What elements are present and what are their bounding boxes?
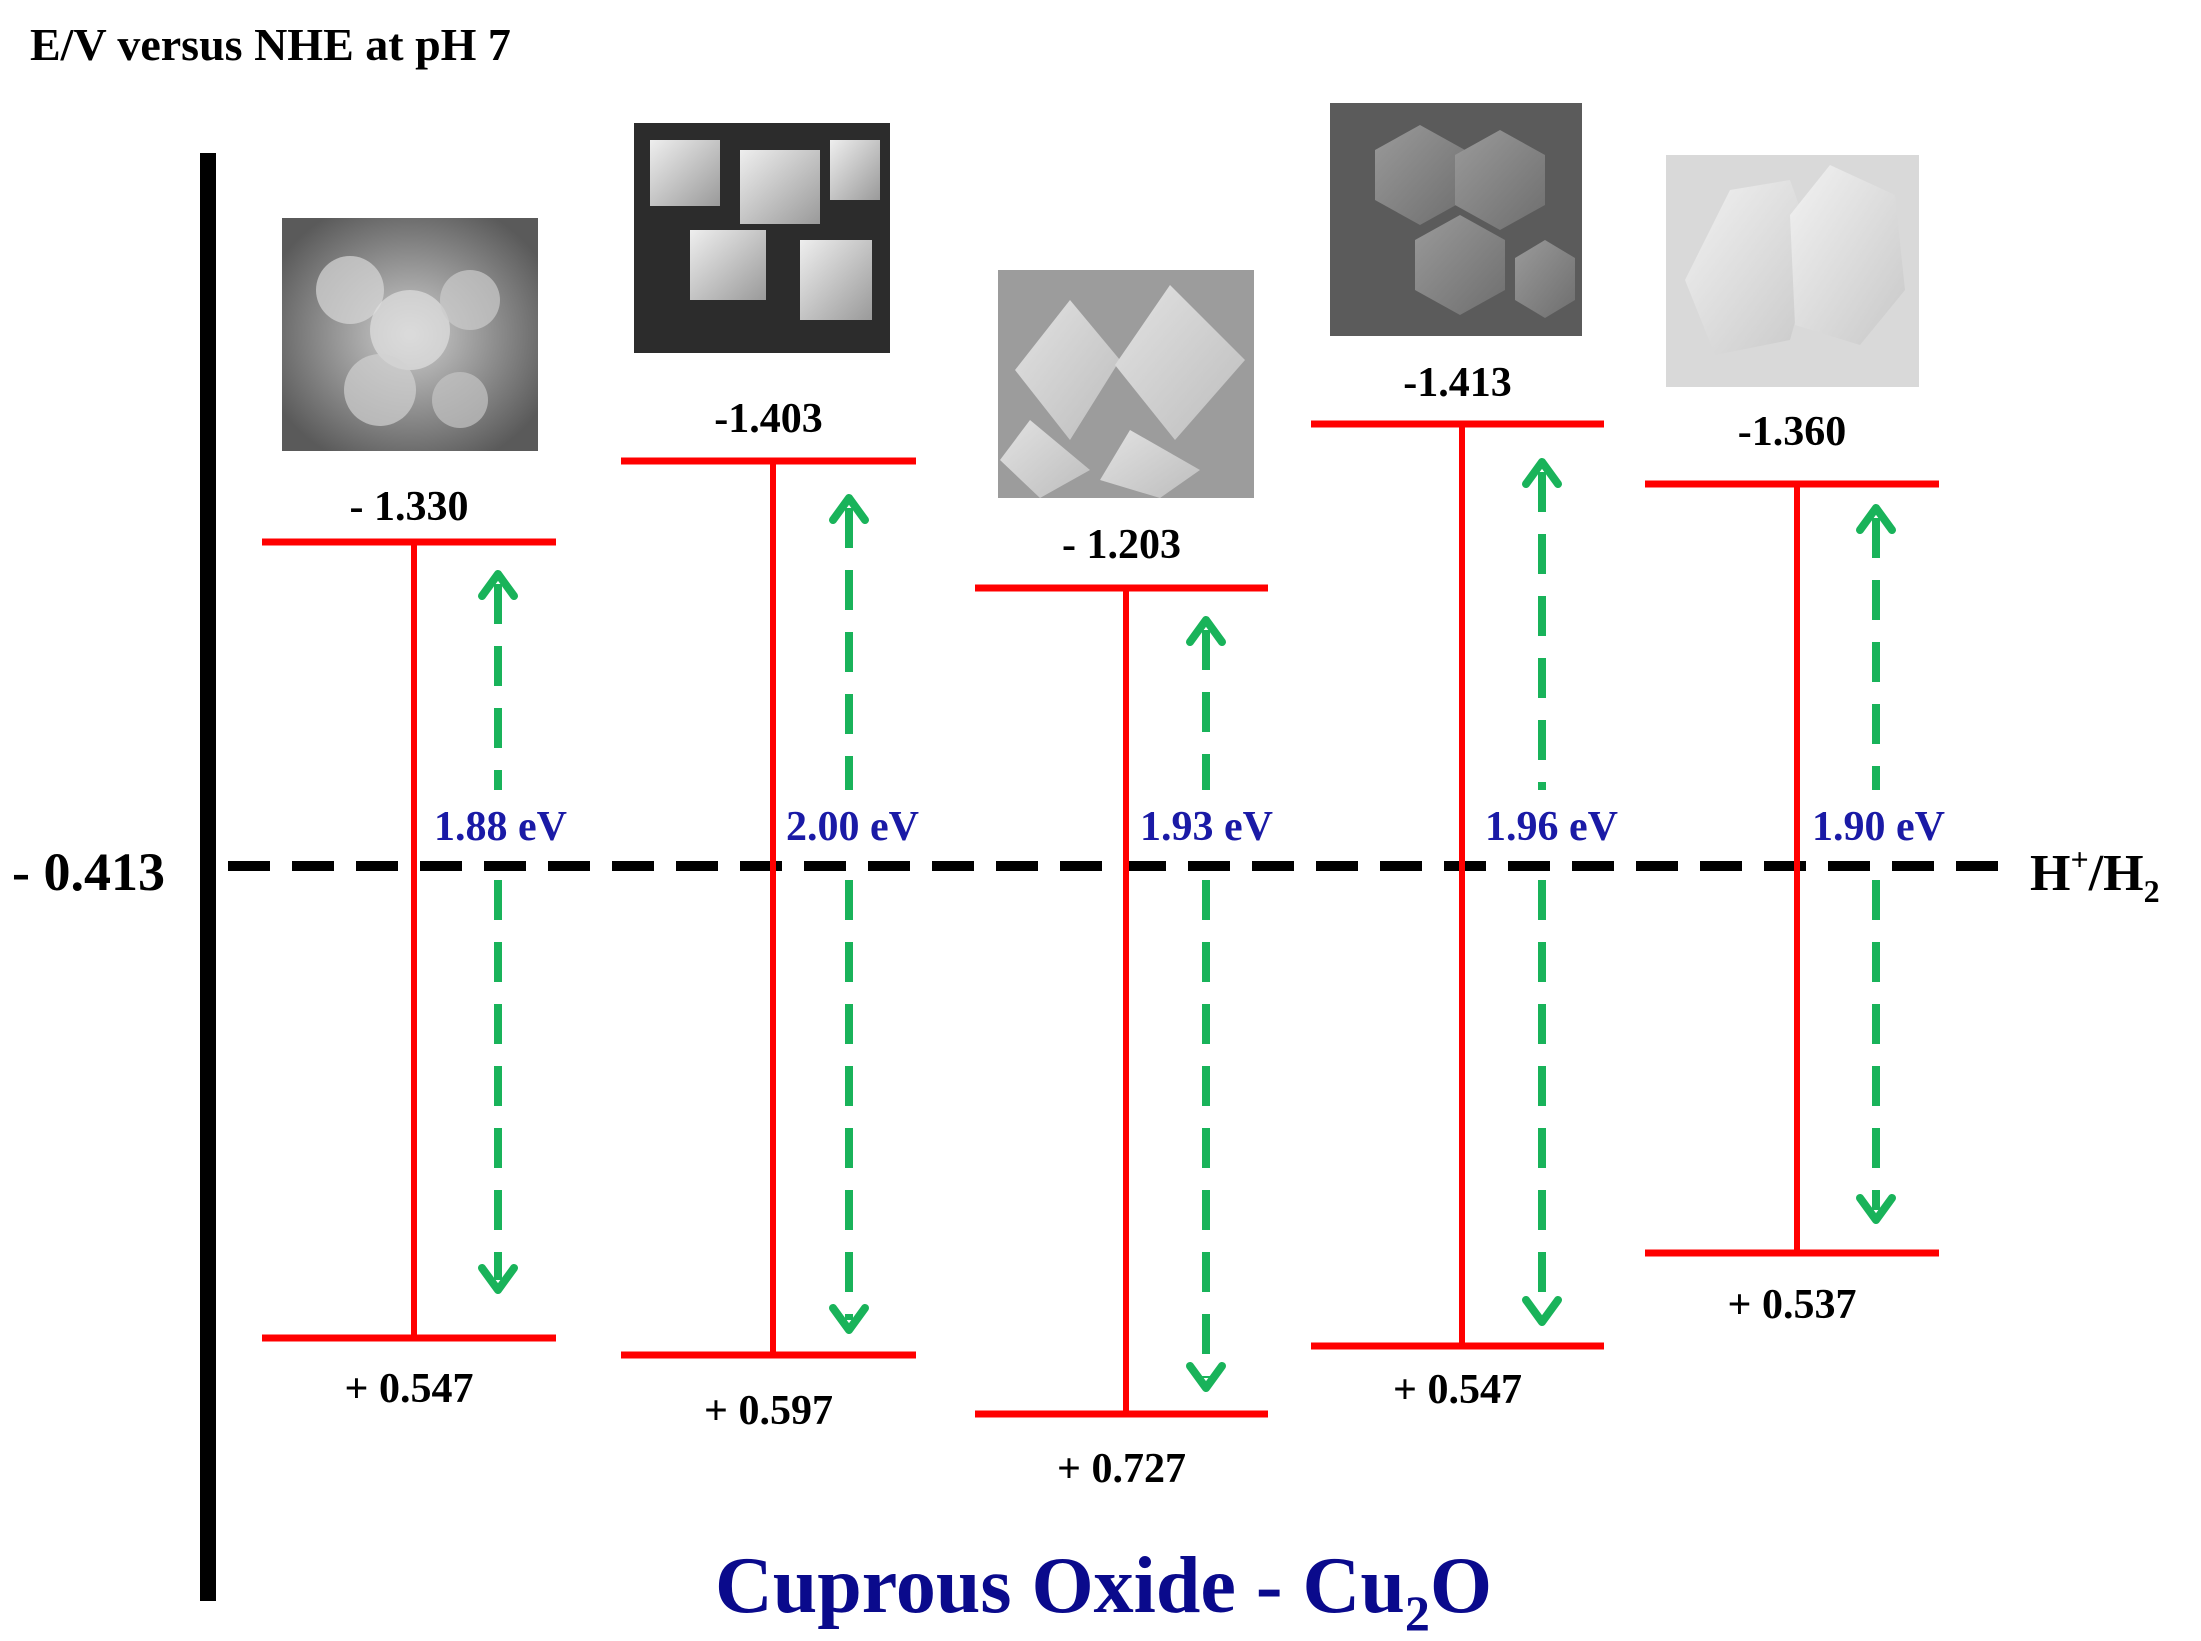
band-column-3: - 1.203 + 0.727 1.93 eV	[975, 522, 1273, 1492]
axis-title: E/V versus NHE at pH 7	[30, 19, 511, 70]
band-columns: - 1.330 + 0.547 1.88 eV -1.403 + 0.597 2.00 e…	[262, 360, 1945, 1492]
sem-image-5	[1666, 155, 1919, 387]
arrowhead-up	[478, 570, 518, 600]
diagram-footer-title: Cuprous Oxide - Cu2O	[715, 1542, 1492, 1641]
energy-axis	[200, 153, 216, 1601]
arrowhead-down	[1186, 1362, 1226, 1392]
valence-band-value: + 0.727	[1057, 1446, 1186, 1492]
band-gap-value: 2.00 eV	[786, 804, 919, 850]
conduction-band-value: -1.413	[1403, 360, 1512, 406]
sem-image-4	[1330, 103, 1582, 336]
sem-image-1	[282, 218, 538, 451]
sem-image-3	[998, 270, 1254, 498]
conduction-band-value: - 1.203	[1062, 522, 1181, 568]
valence-band-value: + 0.547	[1393, 1367, 1522, 1413]
arrowhead-down	[478, 1264, 518, 1294]
conduction-band-value: - 1.330	[350, 484, 469, 530]
band-gap-value: 1.90 eV	[1812, 804, 1945, 850]
valence-band-value: + 0.547	[345, 1366, 474, 1412]
arrowhead-up	[1522, 458, 1562, 488]
arrowhead-up	[1856, 504, 1896, 534]
reference-value: - 0.413	[12, 842, 165, 902]
band-column-4: -1.413 + 0.547 1.96 eV	[1311, 360, 1618, 1413]
valence-band-value: + 0.597	[704, 1388, 833, 1434]
arrowhead-down	[1522, 1296, 1562, 1326]
band-column-1: - 1.330 + 0.547 1.88 eV	[262, 484, 567, 1412]
conduction-band-value: -1.360	[1738, 409, 1847, 455]
arrowhead-down	[829, 1304, 869, 1334]
arrowhead-up	[1186, 616, 1226, 646]
reference-couple: H+/H2	[2030, 841, 2160, 909]
arrowhead-down	[1856, 1194, 1896, 1224]
valence-band-value: + 0.537	[1728, 1282, 1857, 1328]
band-gap-value: 1.88 eV	[434, 804, 567, 850]
band-column-2: -1.403 + 0.597 2.00 eV	[621, 396, 919, 1434]
arrowhead-up	[829, 494, 869, 524]
band-gap-value: 1.96 eV	[1485, 804, 1618, 850]
conduction-band-value: -1.403	[714, 396, 823, 442]
sem-image-2	[634, 123, 890, 353]
band-gap-value: 1.93 eV	[1140, 804, 1273, 850]
band-column-5: -1.360 + 0.537 1.90 eV	[1645, 409, 1945, 1328]
